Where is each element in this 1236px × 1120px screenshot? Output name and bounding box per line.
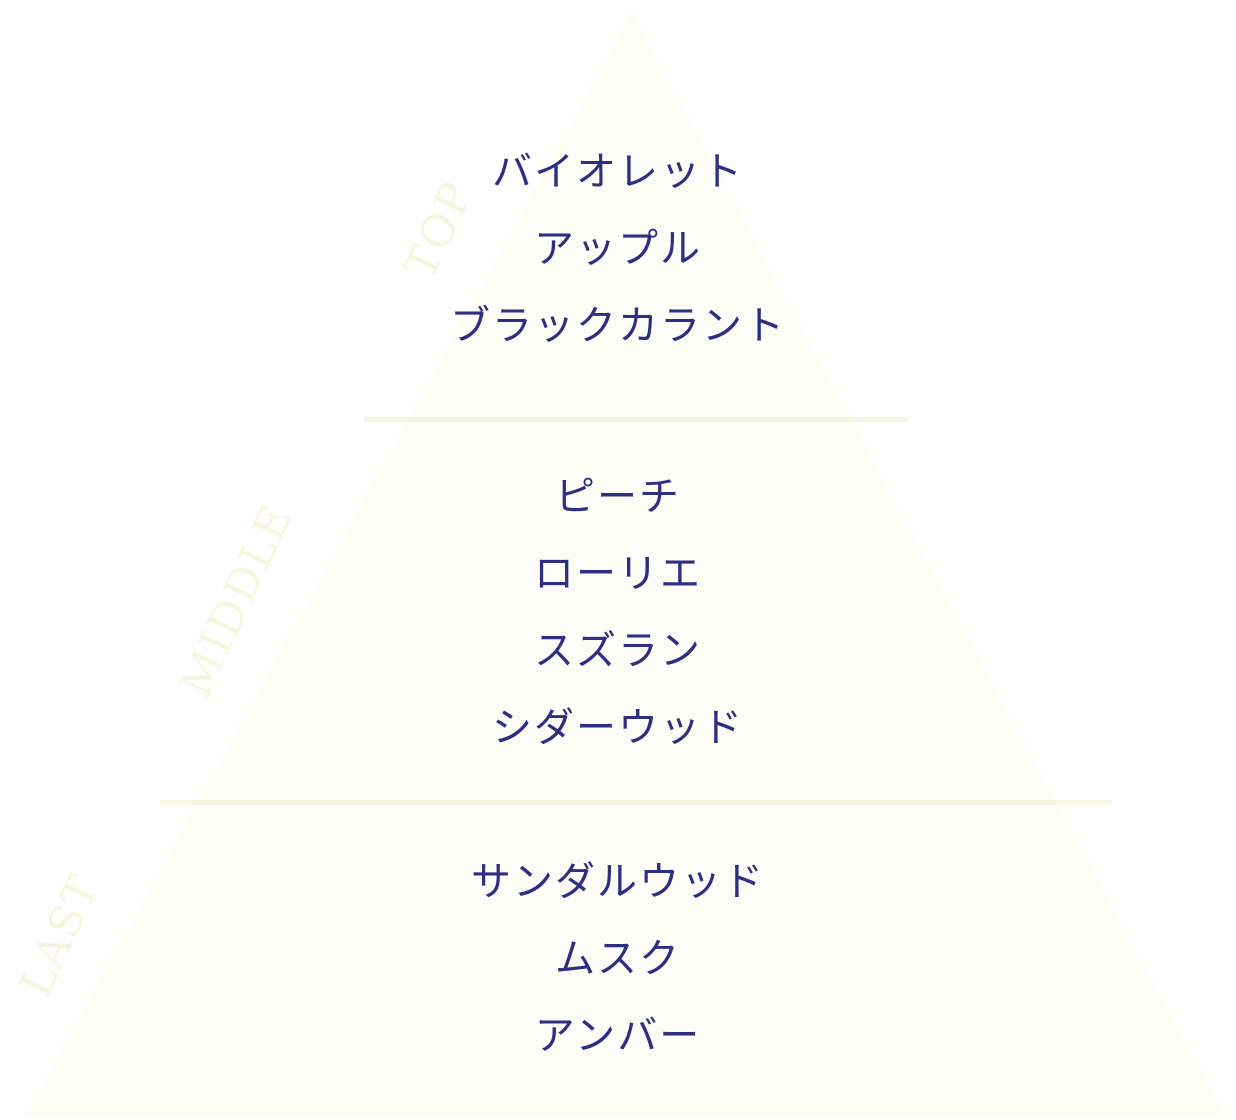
note-item: ムスク (555, 936, 681, 982)
pyramid-triangle (24, 10, 1226, 1116)
note-item: スズラン (534, 628, 702, 674)
last-notes-list: サンダルウッド ムスク アンバー (0, 844, 1236, 1075)
note-item: ブラックカラント (450, 303, 786, 349)
middle-last-divider (160, 800, 1112, 805)
top-middle-divider (364, 417, 908, 422)
middle-notes-list: ピーチ ローリエ スズラン シダーウッド (0, 459, 1236, 767)
note-item: アップル (534, 226, 702, 272)
top-notes-list: バイオレット アップル ブラックカラント (0, 134, 1236, 365)
note-item: アンバー (534, 1013, 702, 1059)
note-item: ローリエ (534, 551, 702, 597)
note-item: シダーウッド (492, 705, 744, 751)
note-item: サンダルウッド (471, 859, 765, 905)
note-item: ピーチ (555, 474, 681, 520)
note-item: バイオレット (492, 149, 744, 195)
